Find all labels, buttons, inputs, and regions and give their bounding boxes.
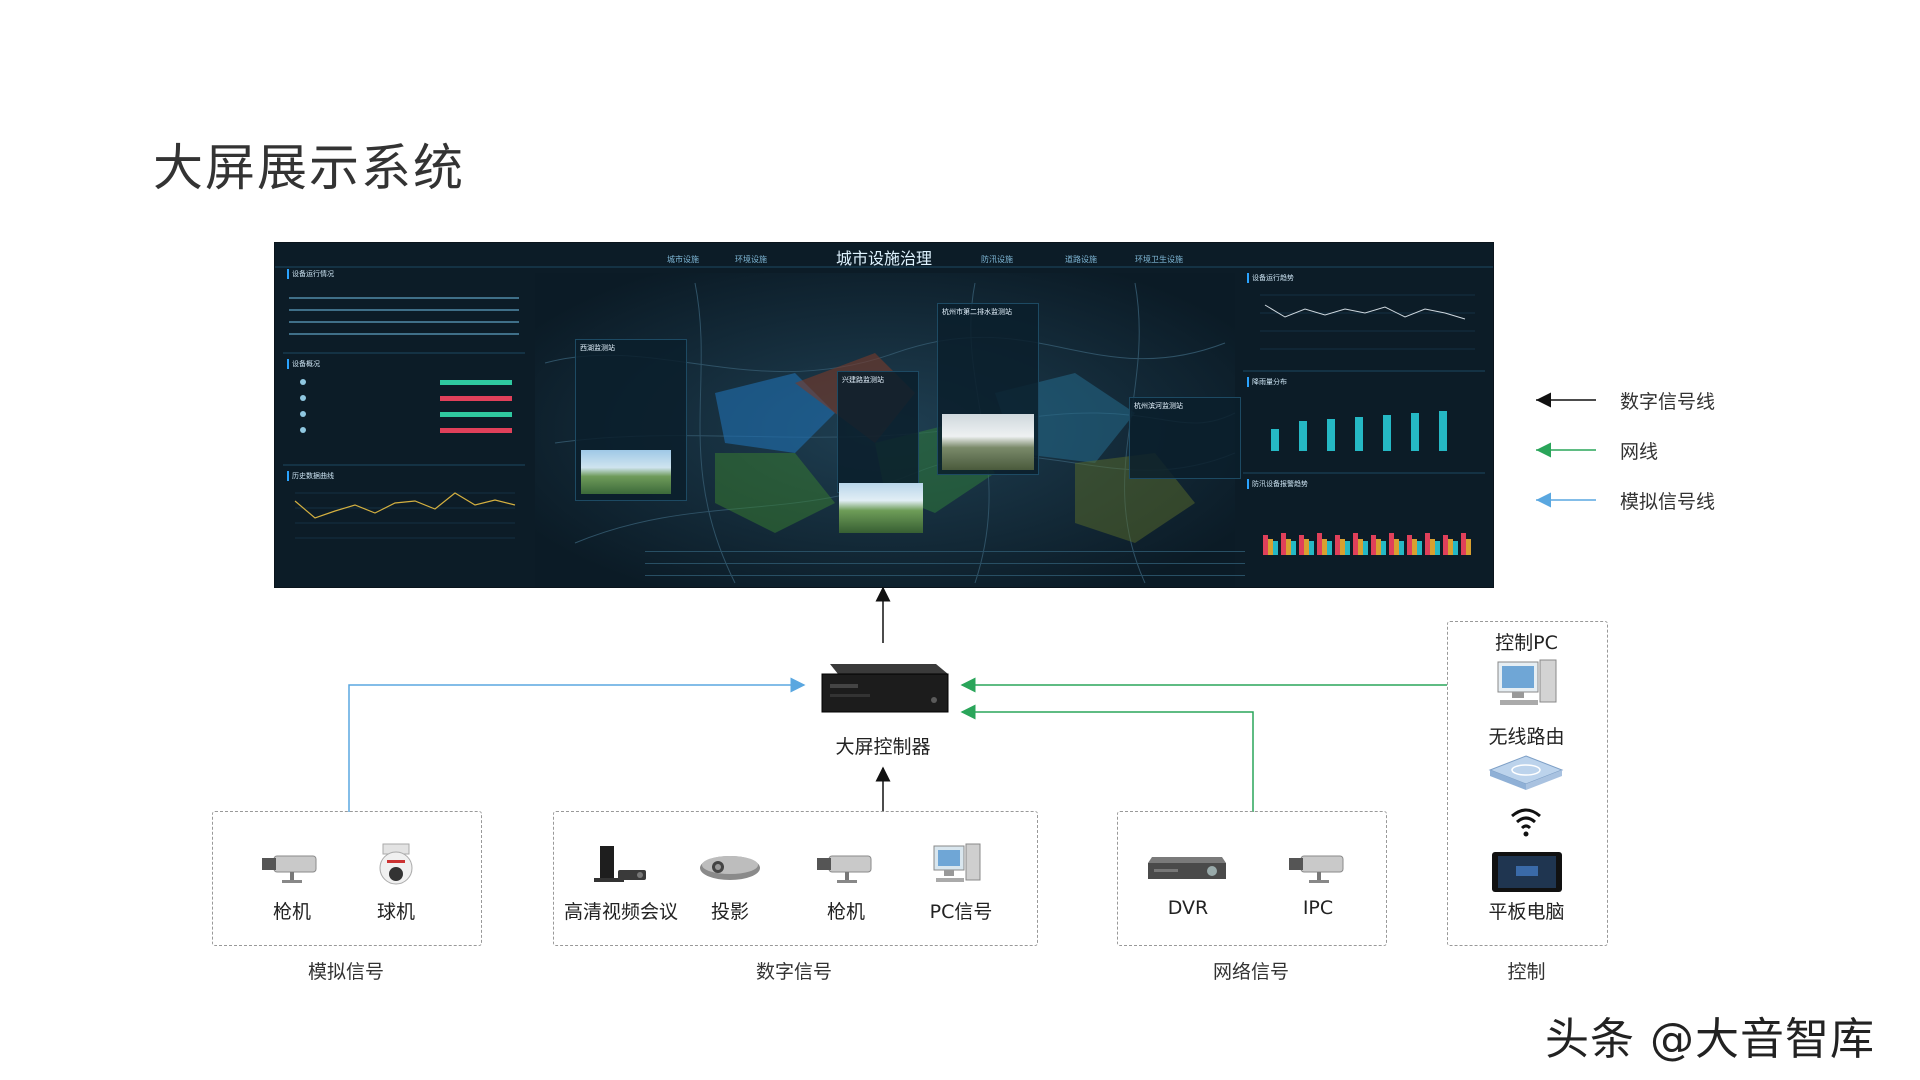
site-title: 西湖监测站	[580, 344, 615, 352]
device-label-pc-signal: PC信号	[929, 901, 993, 923]
pc-icon	[1494, 658, 1560, 710]
site-photo	[581, 450, 671, 494]
tablet-icon	[1490, 850, 1564, 894]
dashboard-title: 城市设施治理	[835, 249, 932, 268]
site-title: 杭州市第二排水监测站	[942, 308, 1012, 316]
left-table-rows	[289, 297, 519, 335]
group-label-control: 控制	[1507, 961, 1546, 983]
bullet-camera-icon	[1285, 846, 1349, 886]
right-line-chart	[1260, 294, 1475, 350]
panel-title-history: 历史数据曲线	[287, 471, 334, 481]
panel-title-alarm: 防汛设备报警趋势	[1247, 479, 1308, 489]
wifi-icon	[1509, 804, 1543, 838]
left-status-bars	[300, 379, 512, 433]
control-group	[1447, 621, 1608, 946]
group-label-digital: 数字信号	[755, 961, 832, 983]
site-title: 兴建路监测站	[842, 376, 884, 384]
bottom-table-rows	[645, 551, 1245, 576]
group-label-network: 网络信号	[1212, 961, 1289, 983]
device-label-dvr: DVR	[1167, 897, 1209, 919]
nav-item-city[interactable]: 城市设施	[667, 255, 699, 264]
panel-title-status: 设备运行情况	[287, 269, 334, 279]
legend-label-network: 网线	[1620, 441, 1659, 463]
panel-title-overview: 设备概况	[287, 359, 320, 369]
network-group	[1117, 811, 1387, 946]
site-popup-drainage[interactable]: 杭州市第二排水监测站	[937, 303, 1039, 475]
router-icon	[1486, 752, 1566, 792]
page-title: 大屏展示系统	[153, 139, 465, 197]
dvr-icon	[1146, 853, 1228, 883]
wireless-router-label: 无线路由	[1488, 726, 1565, 748]
site-photo-xingjian	[839, 483, 923, 533]
video-conference-icon	[590, 842, 652, 888]
line-analog-to-controller	[348, 677, 806, 812]
nav-item-flood[interactable]: 防汛设施	[981, 255, 1013, 264]
digital-group	[553, 811, 1038, 946]
panel-title-rainfall: 降雨量分布	[1247, 377, 1287, 387]
right-bar-chart	[1271, 411, 1447, 451]
district	[715, 453, 835, 533]
device-label-bullet-camera: 枪机	[272, 901, 311, 923]
panel-title-trend: 设备运行趋势	[1247, 273, 1294, 283]
watermark: 头条 @大音智库	[1545, 1014, 1875, 1065]
device-label-dome-camera: 球机	[376, 901, 415, 923]
site-photo	[942, 414, 1034, 470]
right-stacked-bars	[1263, 533, 1471, 555]
controller-icon	[816, 660, 950, 716]
nav-item-environment[interactable]: 环境设施	[735, 255, 767, 264]
legend-arrows	[1536, 392, 1596, 508]
control-pc-label: 控制PC	[1495, 632, 1558, 654]
legend-label-digital: 数字信号线	[1620, 391, 1716, 413]
analog-group	[212, 811, 482, 946]
big-screen-dashboard: 城市设施治理 城市设施 环境设施 防汛设施 道路设施 环境卫生设施 设备运行情况…	[274, 242, 1494, 588]
site-popup-binhe[interactable]: 杭州滨河监测站	[1129, 397, 1241, 479]
site-title: 杭州滨河监测站	[1134, 402, 1183, 410]
bullet-camera-icon	[813, 846, 877, 886]
line-network-to-controller	[960, 704, 1254, 812]
device-label-projector: 投影	[710, 901, 749, 923]
tablet-label: 平板电脑	[1488, 901, 1565, 923]
nav-item-sanitation[interactable]: 环境卫生设施	[1135, 255, 1183, 264]
bullet-camera-icon	[258, 846, 322, 886]
site-popup-xihu[interactable]: 西湖监测站	[575, 339, 687, 501]
dome-camera-icon	[373, 840, 419, 892]
device-label-ipc: IPC	[1302, 897, 1334, 919]
pc-icon	[930, 842, 984, 888]
site-popup-xingjian[interactable]: 兴建路监测站	[837, 371, 919, 493]
left-line-chart	[294, 492, 516, 539]
controller-label: 大屏控制器	[835, 736, 931, 758]
device-label-bullet-camera-2: 枪机	[826, 901, 865, 923]
device-label-video-conference: 高清视频会议	[563, 901, 678, 923]
group-label-analog: 模拟信号	[307, 961, 384, 983]
projector-icon	[698, 850, 762, 886]
nav-item-road[interactable]: 道路设施	[1065, 255, 1097, 264]
district	[715, 373, 835, 453]
legend-label-analog: 模拟信号线	[1620, 491, 1716, 513]
